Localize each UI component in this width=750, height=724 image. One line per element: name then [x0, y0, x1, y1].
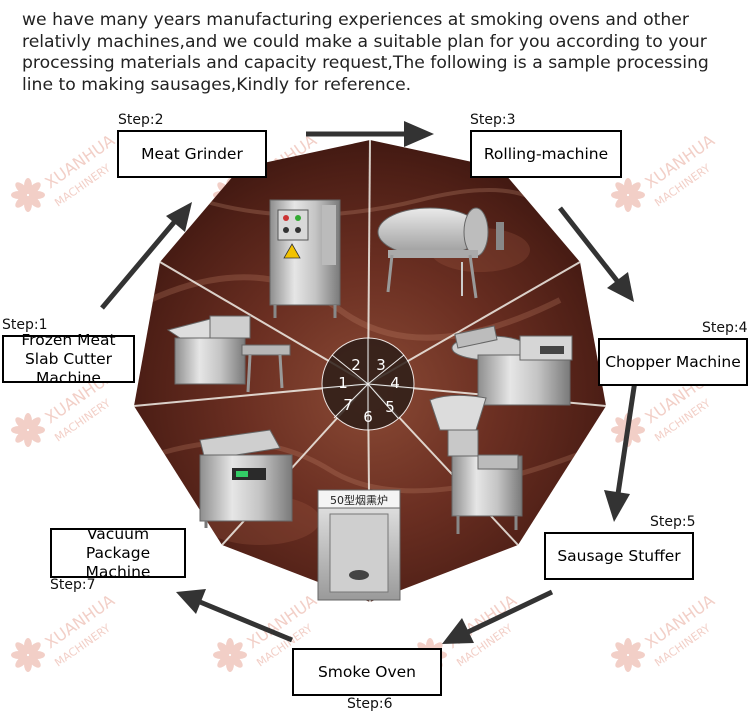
step-box-frozen-meat-slab-cutter: Frozen Meat Slab Cutter Machine: [2, 331, 135, 387]
step-label-4: Step:4: [702, 320, 748, 336]
center-number-7: 7: [343, 396, 353, 414]
step-label-2: Step:2: [118, 112, 164, 128]
center-number-5: 5: [385, 398, 395, 416]
step-box-chopper-machine: Chopper Machine: [598, 338, 748, 386]
sausage-stuffer-image: [429, 394, 523, 534]
oven-sign-text: 50型烟熏炉: [330, 493, 388, 507]
step-label-6: Step:6: [347, 696, 393, 712]
center-number-1: 1: [338, 374, 348, 392]
center-number-4: 4: [390, 374, 400, 392]
step-label-3: Step:3: [470, 112, 516, 128]
step-box-smoke-oven: Smoke Oven: [292, 648, 442, 696]
center-number-6: 6: [363, 408, 373, 426]
step-box-sausage-stuffer: Sausage Stuffer: [544, 532, 694, 580]
intro-paragraph: we have many years manufacturing experie…: [22, 10, 709, 95]
step-label-7: Step:7: [50, 577, 96, 593]
step-box-rolling-machine: Rolling-machine: [470, 130, 622, 178]
step-label-5: Step:5: [650, 514, 696, 530]
center-number-3: 3: [376, 356, 386, 374]
rolling-machine-image: [377, 207, 504, 299]
smoke-oven-image: 50型烟熏炉: [317, 489, 401, 601]
vacuum-package-machine-image: [199, 429, 293, 528]
meat-grinder-image: [269, 199, 341, 318]
flow-arrows: [100, 121, 639, 644]
step-box-meat-grinder: Meat Grinder: [117, 130, 267, 178]
frozen-meat-slab-cutter-image: [166, 315, 291, 393]
center-number-2: 2: [351, 356, 361, 374]
step-label-1: Step:1: [2, 317, 48, 333]
chopper-machine-image: [451, 325, 573, 406]
step-box-vacuum-package-machine: Vacuum Package Machine: [50, 525, 186, 581]
